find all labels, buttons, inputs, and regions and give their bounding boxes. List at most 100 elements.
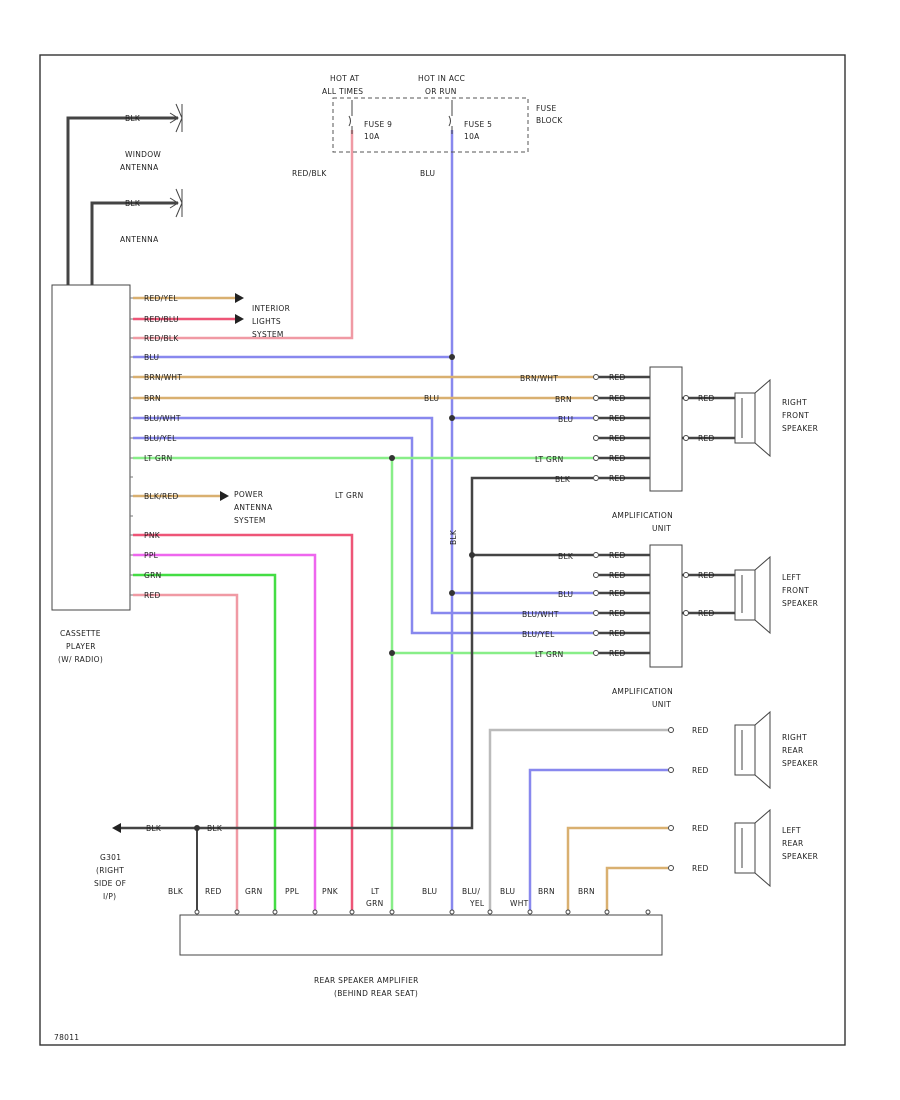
- power-antenna-label-2: ANTENNA: [234, 503, 273, 512]
- amp2-out-label-1: RED: [609, 551, 626, 560]
- right-front-speaker-label: RIGHT: [782, 398, 807, 407]
- amp1-title-2: UNIT: [652, 524, 671, 533]
- wire-blk-ground: [120, 476, 593, 830]
- rear-amp-pin-blu-yel-2: YEL: [469, 899, 485, 908]
- amp1-out-label-2: RED: [609, 394, 626, 403]
- arrow-icons: [112, 293, 244, 833]
- wire-label-red-yel: RED/YEL: [144, 294, 178, 303]
- amp1-out-label-6: RED: [609, 474, 626, 483]
- wire-ppl: [133, 553, 317, 912]
- rear-amp-pin-blu: BLU: [422, 887, 437, 896]
- amp1-out-label-5: RED: [609, 454, 626, 463]
- fuse-9-label: FUSE 9: [364, 120, 392, 129]
- rear-amp-pin-brn: BRN: [538, 887, 555, 896]
- left-rear-speaker-icon: [734, 808, 771, 888]
- window-antenna-wire: [66, 116, 178, 285]
- antenna-icon: [169, 188, 183, 218]
- left-front-speaker-label: LEFT: [782, 573, 801, 582]
- amp1-out-label-3: RED: [609, 414, 626, 423]
- amp2-pin-1: [593, 552, 650, 558]
- wire-label-grn: GRN: [144, 571, 162, 580]
- fuse-5-label: FUSE 5: [464, 120, 492, 129]
- wire-label-pnk: PNK: [144, 531, 161, 540]
- rear-amp-pin-brn-2: BRN: [578, 887, 595, 896]
- left-front-speaker-label-2: FRONT: [782, 586, 809, 595]
- or-run-label: OR RUN: [425, 87, 457, 96]
- amp1-pin-6: [593, 475, 650, 481]
- amp2-title: AMPLIFICATION: [612, 687, 673, 696]
- wire-label-lt-grn: LT GRN: [144, 454, 173, 463]
- diagram-footer-id: 78011: [54, 1033, 79, 1042]
- amplification-unit-1: [649, 366, 683, 492]
- wire-pnk: [133, 533, 354, 912]
- wire-red: [133, 593, 239, 912]
- amp2-wire-label-3: BLU/WHT: [522, 610, 559, 619]
- wire-blu-wht-rr: [528, 768, 668, 912]
- right-front-speaker-icon: [734, 378, 771, 458]
- left-rear-speaker-label-3: SPEAKER: [782, 852, 818, 861]
- amp2-pin-2: [593, 572, 650, 578]
- rear-speaker-amplifier-box: [179, 914, 663, 956]
- lf-speaker-wire-label-2: RED: [698, 609, 715, 618]
- amp1-input-pins: [593, 374, 650, 481]
- speaker-pins: [668, 395, 689, 871]
- amp1-title: AMPLIFICATION: [612, 511, 673, 520]
- wire-label-ppl: PPL: [144, 551, 159, 560]
- left-rear-speaker-label: LEFT: [782, 826, 801, 835]
- rf-speaker-wire-label-1: RED: [698, 394, 715, 403]
- blu-junction-label: BLU: [424, 394, 439, 403]
- ground-g301-label: G301: [100, 853, 121, 862]
- amp1-pin-4: [593, 435, 650, 441]
- window-antenna-icon: [169, 103, 183, 133]
- left-rear-speaker-label-2: REAR: [782, 839, 804, 848]
- amp1-pin-3: [593, 415, 650, 421]
- amp1-wire-label-5: BLK: [555, 475, 571, 484]
- amp1-out-label-4: RED: [609, 434, 626, 443]
- fuse-block-label-2: BLOCK: [536, 116, 563, 125]
- ground-wire-label-2: BLK: [207, 824, 223, 833]
- rear-amp-pin-stubs: [194, 909, 651, 915]
- power-antenna-label-3: SYSTEM: [234, 516, 266, 525]
- rear-amp-title: REAR SPEAKER AMPLIFIER: [314, 976, 419, 985]
- ground-arrow-icon: [112, 823, 121, 833]
- wire-label-brn-wht: BRN/WHT: [144, 373, 182, 382]
- amp2-pin-3: [593, 590, 650, 596]
- right-rear-speaker-icon: [734, 710, 771, 790]
- amp2-wire-label-1: BLK: [558, 552, 574, 561]
- rr-speaker-wire-label-1: RED: [692, 726, 709, 735]
- amp1-wire-label-2: BRN: [555, 395, 572, 404]
- rear-amp-pin-grn: GRN: [245, 887, 263, 896]
- diagram-frame: [39, 54, 846, 1046]
- fuse-5-icon: [448, 100, 453, 134]
- window-antenna-label: WINDOW: [125, 150, 161, 159]
- amplification-unit-2: [649, 544, 683, 668]
- rear-amp-pin-blu-wht: BLU: [500, 887, 515, 896]
- rear-amp-pin-lt: LT: [371, 887, 379, 896]
- amp2-pin-4: [593, 610, 650, 616]
- amp2-wire-label-5: LT GRN: [535, 650, 564, 659]
- window-antenna-label-2: ANTENNA: [120, 163, 159, 172]
- fuse9-red-blk-wire: [133, 130, 354, 340]
- wire-brn-lr1: [566, 826, 668, 912]
- junction-dots: [194, 354, 475, 831]
- right-rear-speaker-label: RIGHT: [782, 733, 807, 742]
- ground-location-label: (RIGHT: [96, 866, 124, 875]
- wire-blu-yel: [133, 436, 593, 635]
- cassette-player-label-3: (W/ RADIO): [58, 655, 103, 664]
- pin-wire-labels: RED RED RED RED RED RED RED RED RED RED …: [609, 373, 715, 873]
- interior-lights-label: INTERIOR: [252, 304, 290, 313]
- rear-amp-pin-pnk: PNK: [322, 887, 339, 896]
- antenna-wire: [90, 201, 178, 285]
- right-rear-speaker-label-2: REAR: [782, 746, 804, 755]
- hot-in-acc-label: HOT IN ACC: [418, 74, 465, 83]
- lr-speaker-wire-label-1: RED: [692, 824, 709, 833]
- power-antenna-arrow-icon: [220, 491, 229, 501]
- fuse-5-rating: 10A: [464, 132, 480, 141]
- wire-label-red-blk: RED/BLK: [144, 334, 179, 343]
- amp1-pin-5: [593, 455, 650, 461]
- wire-label-red-blu: RED/BLU: [144, 315, 179, 324]
- red-blk-feed-label: RED/BLK: [292, 169, 327, 178]
- window-antenna-wire-label: BLK: [125, 114, 141, 123]
- amp1-wire-label-3: BLU: [558, 415, 573, 424]
- amp1-out-label-1: RED: [609, 373, 626, 382]
